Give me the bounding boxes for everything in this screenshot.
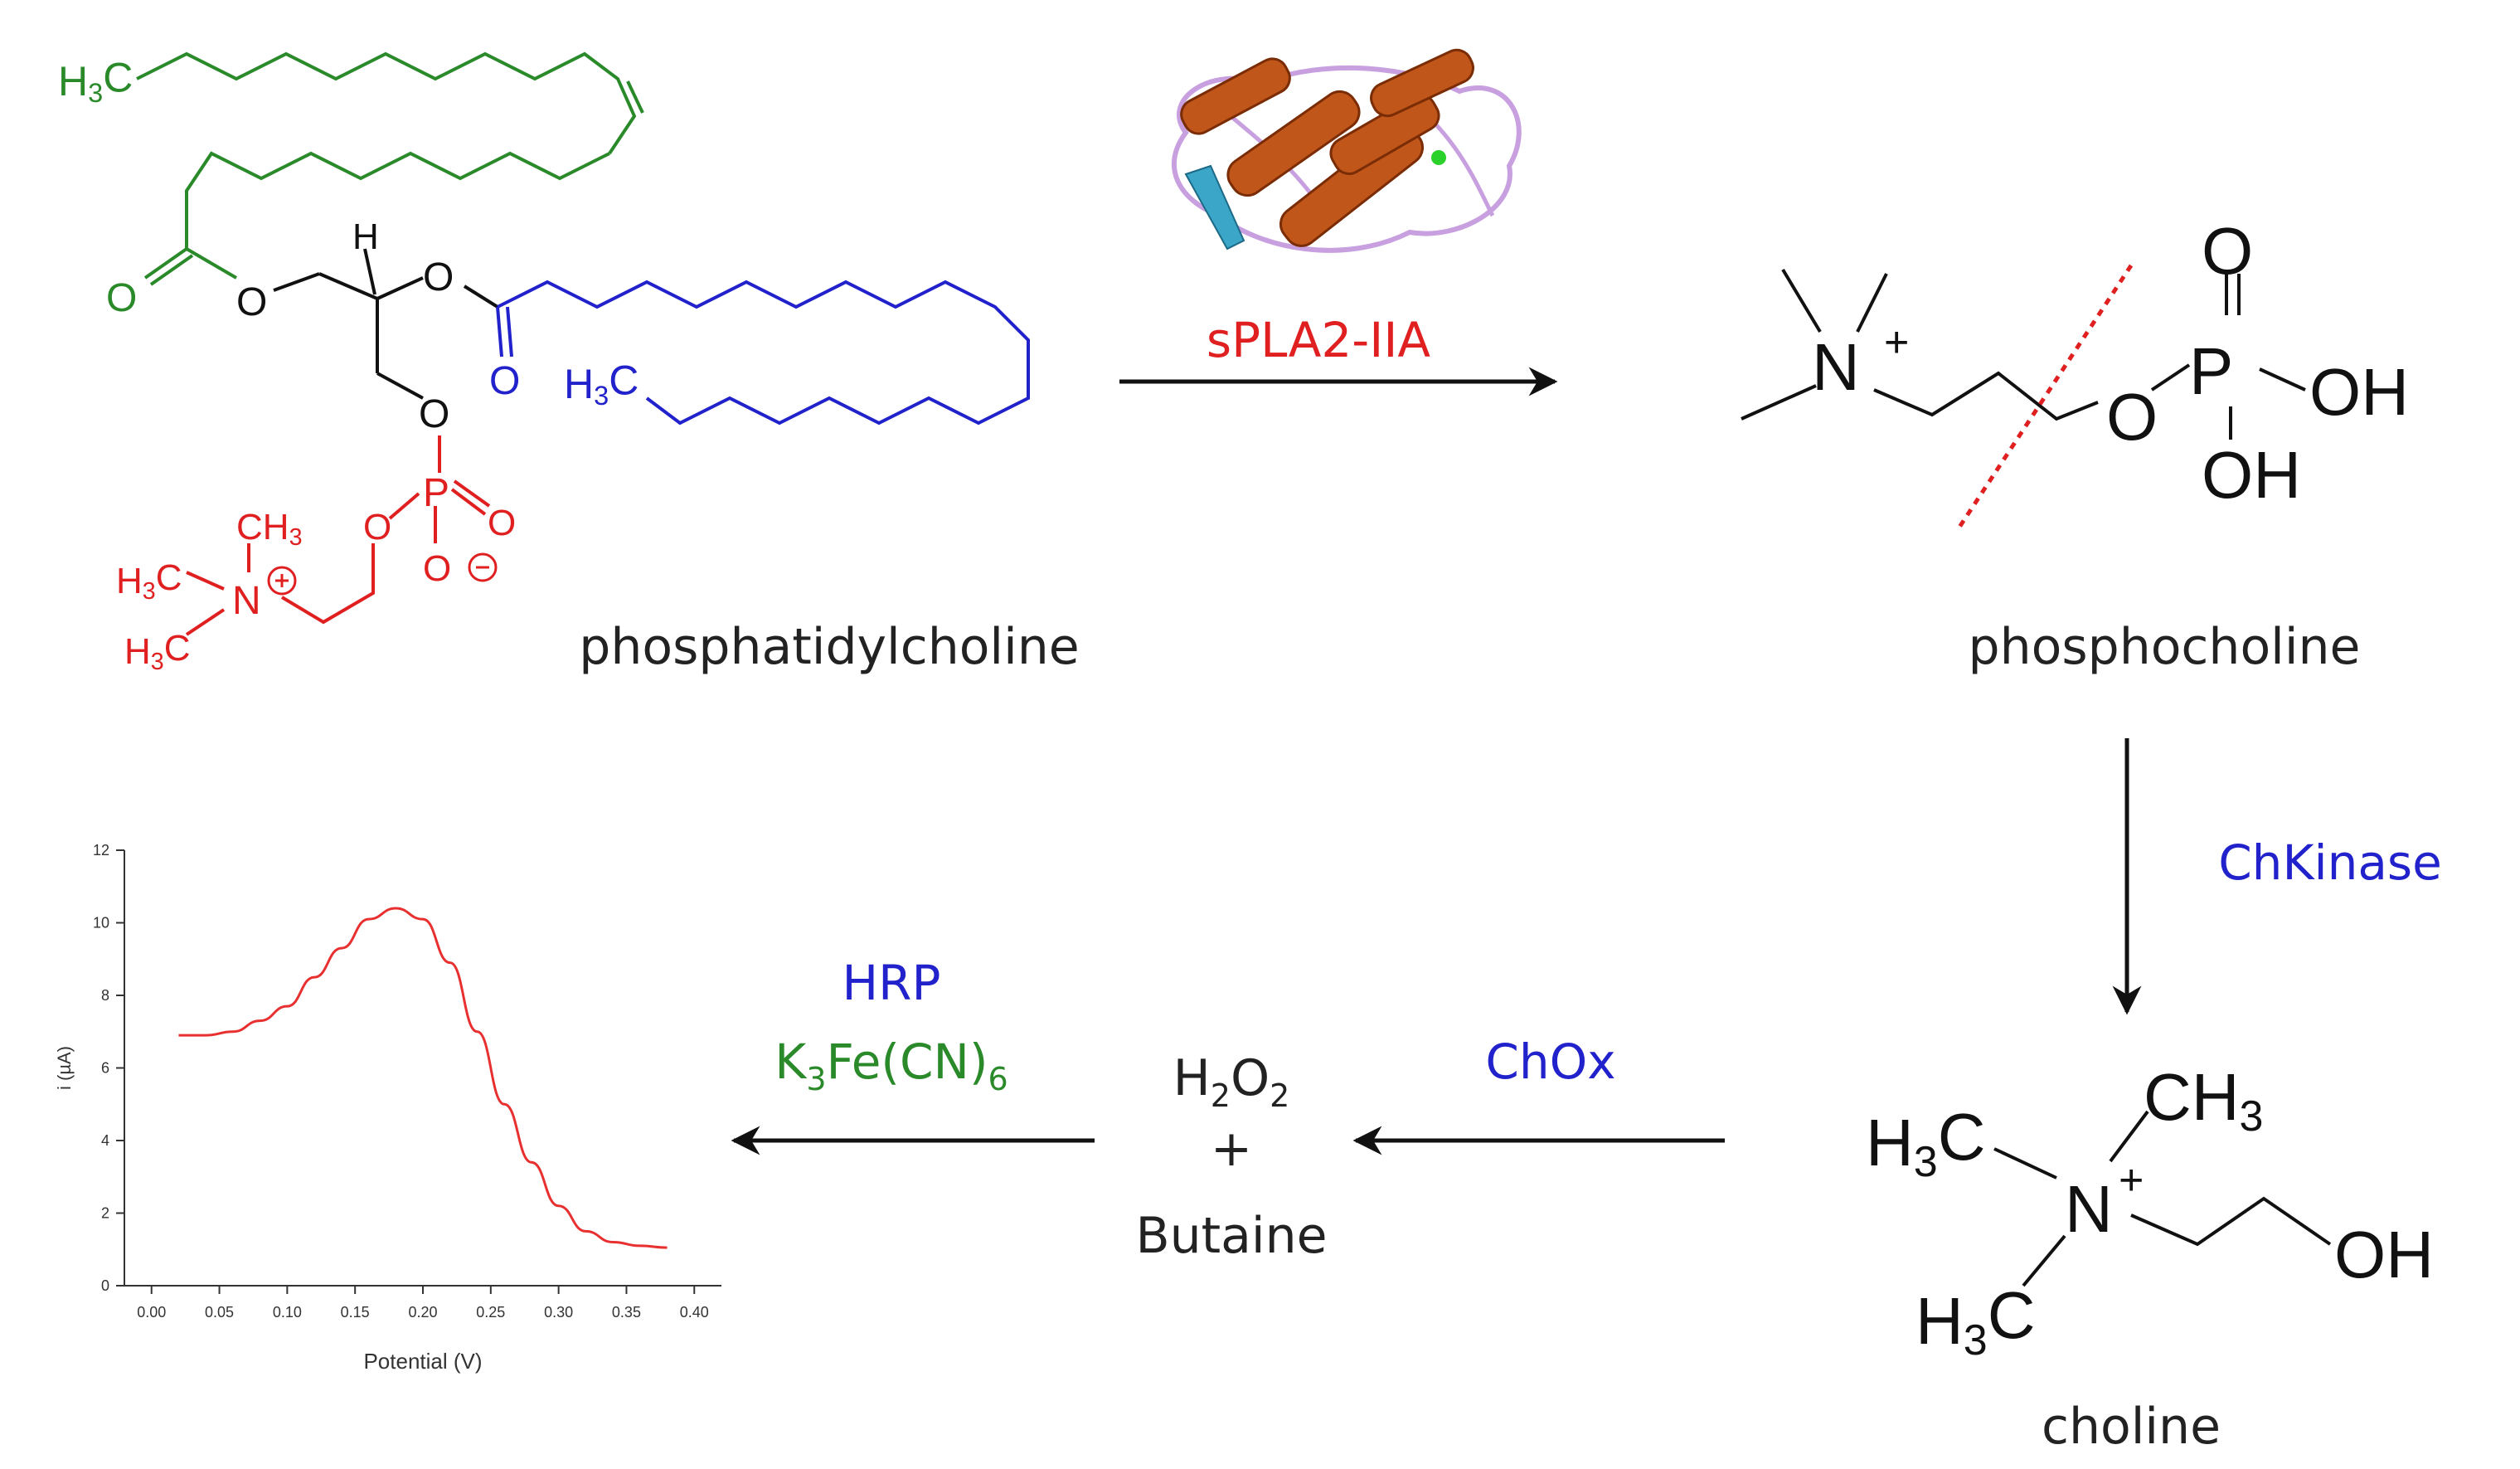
products: H2O2 + Butaine: [1135, 1049, 1327, 1265]
phosphatidylcholine-structure: H3C O O H O O O H3C: [58, 51, 1030, 675]
y-tick-label: 0: [101, 1277, 109, 1294]
oleoyl-carbonyl-o: O: [106, 276, 137, 320]
x-tick-label: 0.25: [476, 1304, 505, 1321]
phosphate-o-minus: O: [423, 548, 451, 589]
headgroup-n: N: [232, 579, 261, 623]
negative-charge-icon: [468, 552, 498, 582]
oleoyl-chain: [136, 51, 644, 286]
products-plus: +: [1211, 1120, 1252, 1178]
positive-charge-sign: [275, 574, 289, 587]
spla2-protein-icon: [1171, 48, 1522, 253]
choline-oh: OH: [2334, 1218, 2434, 1291]
x-axis-label: Potential (V): [363, 1349, 482, 1374]
choline-h3c-1: H3C: [1866, 1100, 1985, 1186]
phosphocholine-n-charge: +: [1884, 319, 1909, 367]
phosphorus-atom: P: [423, 471, 449, 515]
phosphocholine-oxo: O: [2202, 214, 2253, 288]
y-tick-label: 4: [101, 1132, 109, 1149]
cleavage-line: [1954, 264, 2134, 533]
x-tick-label: 0.20: [408, 1304, 437, 1321]
phosphocholine-n: N: [1812, 330, 1860, 404]
positive-charge-icon: [267, 566, 297, 596]
palmitoyl-chain: [496, 280, 1030, 426]
products-h2o2: H2O2: [1173, 1049, 1290, 1114]
phosphate-bridge-o: O: [419, 392, 449, 436]
headgroup-h3c-1: H3C: [116, 557, 182, 605]
voltammogram-chart: 0 2 4 6 8 10 12 0.00 0.05 0.10 0.15 0.20 0.25 0.30 0.3…: [54, 842, 721, 1374]
enzyme-ferricyanide-label: K3Fe(CN)6: [774, 1034, 1008, 1097]
headgroup-h3c-2: H3C: [124, 628, 190, 675]
choline-n-charge: +: [2119, 1156, 2144, 1204]
x-tick-label: 0.30: [544, 1304, 573, 1321]
enzyme-chkinase-label: ChKinase: [2218, 834, 2442, 891]
palmitoyl-h3c: H3C: [564, 358, 638, 411]
y-tick-label: 10: [93, 915, 109, 932]
choline-label: choline: [2042, 1398, 2221, 1456]
phosphocholine-p: P: [2189, 334, 2233, 408]
phosphocholine-oh-2: OH: [2202, 438, 2301, 512]
phosphocholine-structure: [1741, 268, 2306, 440]
x-tick-label: 0.15: [341, 1304, 370, 1321]
y-tick-label: 12: [93, 842, 109, 859]
y-tick-label: 6: [101, 1060, 109, 1077]
choline-o: O: [363, 507, 391, 547]
y-tick-label: 8: [101, 987, 109, 1004]
choline-n: N: [2065, 1172, 2113, 1246]
headgroup: [185, 435, 491, 636]
x-tick-label: 0.10: [273, 1304, 302, 1321]
enzyme-spla2-label: sPLA2-IIA: [1207, 312, 1431, 368]
y-axis-label: i (µA): [54, 1046, 75, 1090]
oleoyl-h3c: H3C: [58, 55, 133, 109]
x-tick-label: 0.00: [137, 1304, 166, 1321]
glycerol-backbone: [273, 248, 499, 400]
x-tick-label: 0.35: [612, 1304, 641, 1321]
phosphocholine-bridge-o: O: [2106, 380, 2158, 454]
ester-o-2: O: [423, 255, 454, 299]
enzyme-chox-label: ChOx: [1485, 1034, 1615, 1090]
phosphocholine-label: phosphocholine: [1969, 618, 2361, 676]
ester-o-1: O: [236, 280, 267, 324]
enzyme-hrp-label: HRP: [842, 955, 941, 1011]
x-tick-label: 0.05: [205, 1304, 234, 1321]
palmitoyl-carbonyl-o: O: [489, 359, 520, 403]
current-series-line: [178, 907, 668, 1249]
chiral-h: H: [352, 216, 379, 257]
products-butaine: Butaine: [1135, 1207, 1327, 1265]
y-tick-label: 2: [101, 1205, 109, 1222]
x-tick-label: 0.40: [680, 1304, 709, 1321]
phosphocholine-oh-1: OH: [2309, 355, 2409, 429]
headgroup-ch3: CH3: [236, 507, 302, 551]
phosphatidylcholine-label: phosphatidylcholine: [579, 618, 1079, 676]
phosphoryl-o: O: [488, 503, 516, 543]
choline-h3c-2: H3C: [1915, 1278, 2035, 1364]
choline-structure: [1993, 1110, 2332, 1287]
choline-ch3: CH3: [2144, 1060, 2263, 1141]
